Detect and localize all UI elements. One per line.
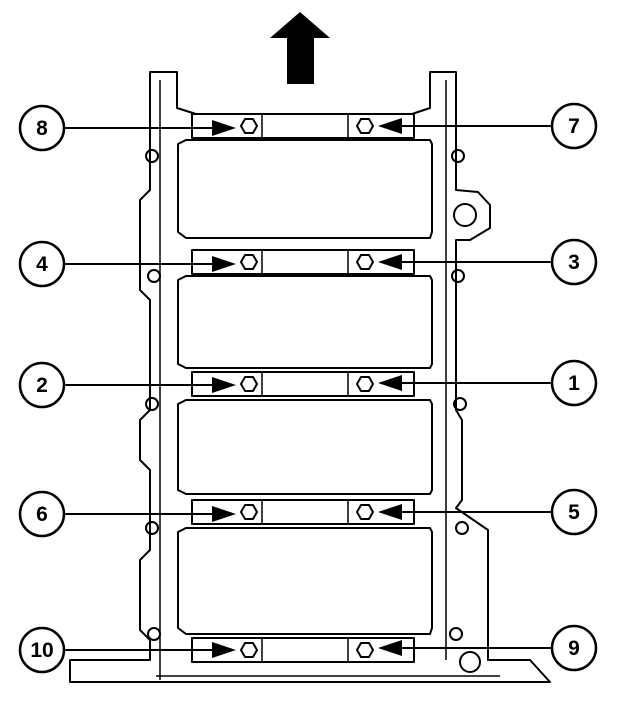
callout-label: 4 — [36, 253, 48, 276]
callout-label: 5 — [568, 501, 580, 524]
hex-bolt-icon — [356, 118, 374, 134]
hex-bolt-icon — [356, 504, 374, 520]
callout-label: 3 — [568, 251, 580, 274]
hex-bolts — [240, 118, 374, 658]
callout-2: 2 — [18, 361, 66, 409]
up-arrow-icon — [270, 12, 330, 84]
hex-bolt-icon — [240, 642, 258, 658]
block-outline — [69, 71, 551, 683]
callout-label: 10 — [30, 639, 53, 662]
callout-4: 4 — [18, 240, 66, 288]
hex-bolt-icon — [356, 642, 374, 658]
callout-label: 6 — [36, 503, 48, 526]
callout-7: 7 — [550, 102, 598, 150]
callout-label: 9 — [568, 637, 580, 660]
callout-10: 10 — [18, 626, 66, 674]
callout-label: 7 — [568, 115, 580, 138]
leader-arrows — [65, 118, 551, 658]
callout-6: 6 — [18, 490, 66, 538]
hex-bolt-icon — [356, 376, 374, 392]
callout-9: 9 — [550, 624, 598, 672]
callout-label: 2 — [36, 374, 48, 397]
callout-1: 1 — [550, 359, 598, 407]
hex-bolt-icon — [240, 118, 258, 134]
hex-bolt-icon — [240, 376, 258, 392]
callout-5: 5 — [550, 488, 598, 536]
callout-label: 8 — [36, 117, 48, 140]
side-holes — [145, 149, 481, 673]
hex-bolt-icon — [356, 254, 374, 270]
callout-8: 8 — [18, 104, 66, 152]
hex-bolt-icon — [240, 254, 258, 270]
callout-3: 3 — [550, 238, 598, 286]
hex-bolt-icon — [240, 504, 258, 520]
bearing-cap-windows — [177, 139, 433, 635]
callout-label: 1 — [568, 372, 580, 395]
